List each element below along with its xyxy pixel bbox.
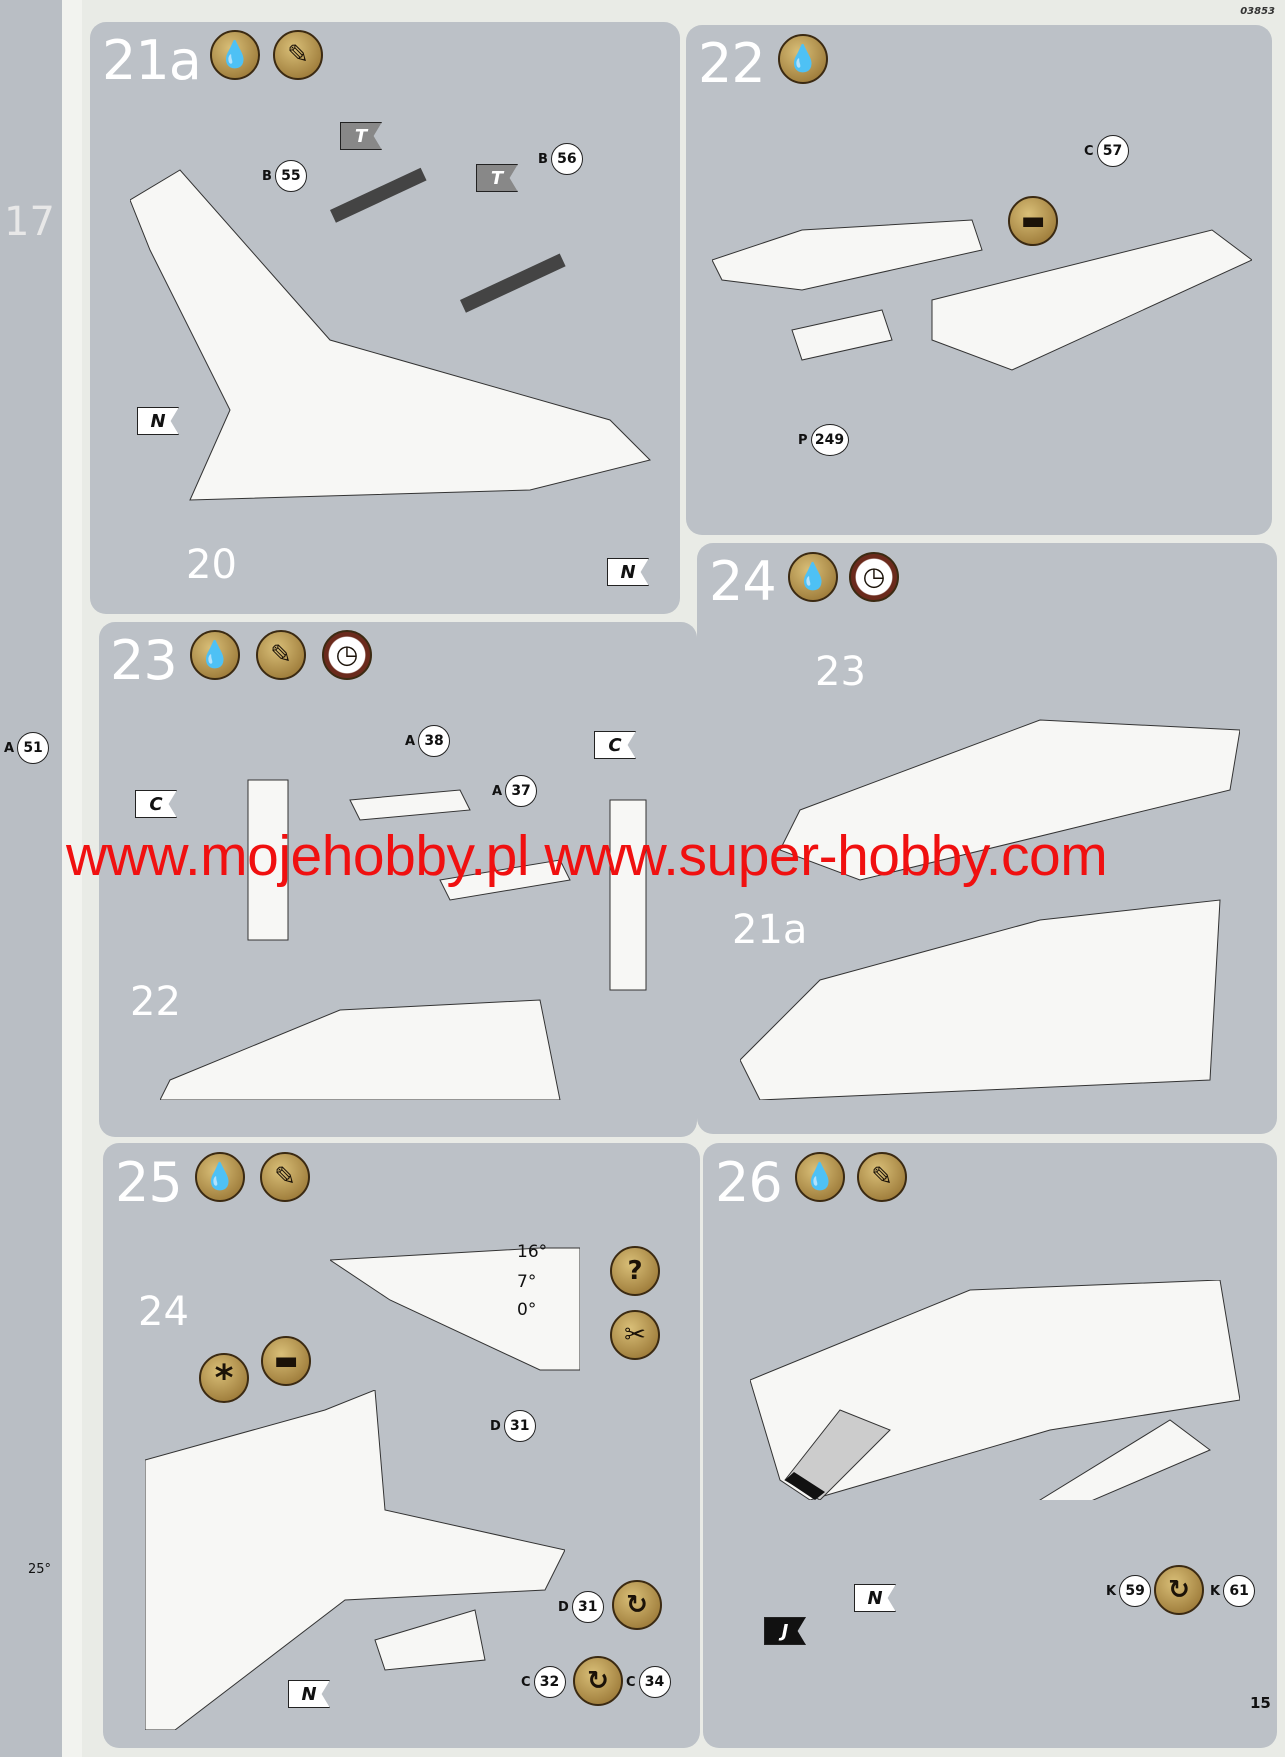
flag-marker: T xyxy=(340,122,382,150)
fuselage-parts-drawing xyxy=(712,219,1252,371)
glue-icon: 💧 xyxy=(210,30,260,80)
page-gutter xyxy=(62,0,82,1757)
step-ref: 22 xyxy=(130,979,181,1025)
step-number: 26 xyxy=(715,1151,783,1214)
angle-label: 7° xyxy=(517,1272,537,1292)
step-number: 22 xyxy=(698,32,766,95)
flag-marker: C xyxy=(135,790,177,818)
brush-icon: ✎ xyxy=(256,630,306,680)
step-number: 25 xyxy=(115,1151,183,1214)
page-number: 15 xyxy=(1250,1694,1271,1712)
question-icon: ? xyxy=(610,1246,660,1296)
knife-icon: ✂ xyxy=(610,1310,660,1360)
intake-fuselage-drawing xyxy=(750,1280,1240,1500)
cockpit-parts-drawing xyxy=(160,779,647,1100)
clock-icon: ◷ xyxy=(322,630,372,680)
angle-label: 0° xyxy=(517,1300,537,1320)
glue-icon: 💧 xyxy=(795,1152,845,1202)
wing-glove-drawing xyxy=(145,1390,565,1730)
asterisk-icon: * xyxy=(199,1353,249,1403)
brush-icon: ✎ xyxy=(857,1152,907,1202)
rotate-icon: ↻ xyxy=(573,1656,623,1706)
step-ref: 20 xyxy=(186,542,237,588)
glue-icon: 💧 xyxy=(788,552,838,602)
brush-icon: ✎ xyxy=(273,30,323,80)
rotate-icon: ↻ xyxy=(1154,1565,1204,1615)
flag-marker: C xyxy=(594,731,636,759)
strip-step-ref: 17 xyxy=(4,199,55,245)
clock-icon: ◷ xyxy=(849,552,899,602)
angle-label: 16° xyxy=(517,1242,548,1262)
step-ref: 21a xyxy=(732,907,808,953)
step-number: 24 xyxy=(709,550,777,613)
rotate-icon: ↻ xyxy=(612,1580,662,1630)
glue-icon: 💧 xyxy=(195,1152,245,1202)
tape-icon: ▬ xyxy=(261,1336,311,1386)
step-ref: 23 xyxy=(815,649,866,695)
tape-icon: ▬ xyxy=(1008,196,1058,246)
glue-icon: 💧 xyxy=(778,34,828,84)
aircraft-spine-drawing xyxy=(130,167,651,501)
glue-icon: 💧 xyxy=(190,630,240,680)
brush-icon: ✎ xyxy=(260,1152,310,1202)
strip-angle: 25° xyxy=(28,1562,52,1577)
page-code: 03853 xyxy=(1240,6,1275,17)
fuselage-assembly-drawing xyxy=(740,719,1240,1100)
step-number: 21a xyxy=(102,29,202,92)
step-ref: 24 xyxy=(138,1289,189,1335)
previous-page-strip xyxy=(0,0,62,1757)
flag-marker: J xyxy=(764,1617,806,1645)
step-number: 23 xyxy=(110,629,178,692)
watermark: www.mojehobby.pl www.super-hobby.com xyxy=(66,824,1108,888)
wing-angle-drawing xyxy=(330,1247,580,1371)
